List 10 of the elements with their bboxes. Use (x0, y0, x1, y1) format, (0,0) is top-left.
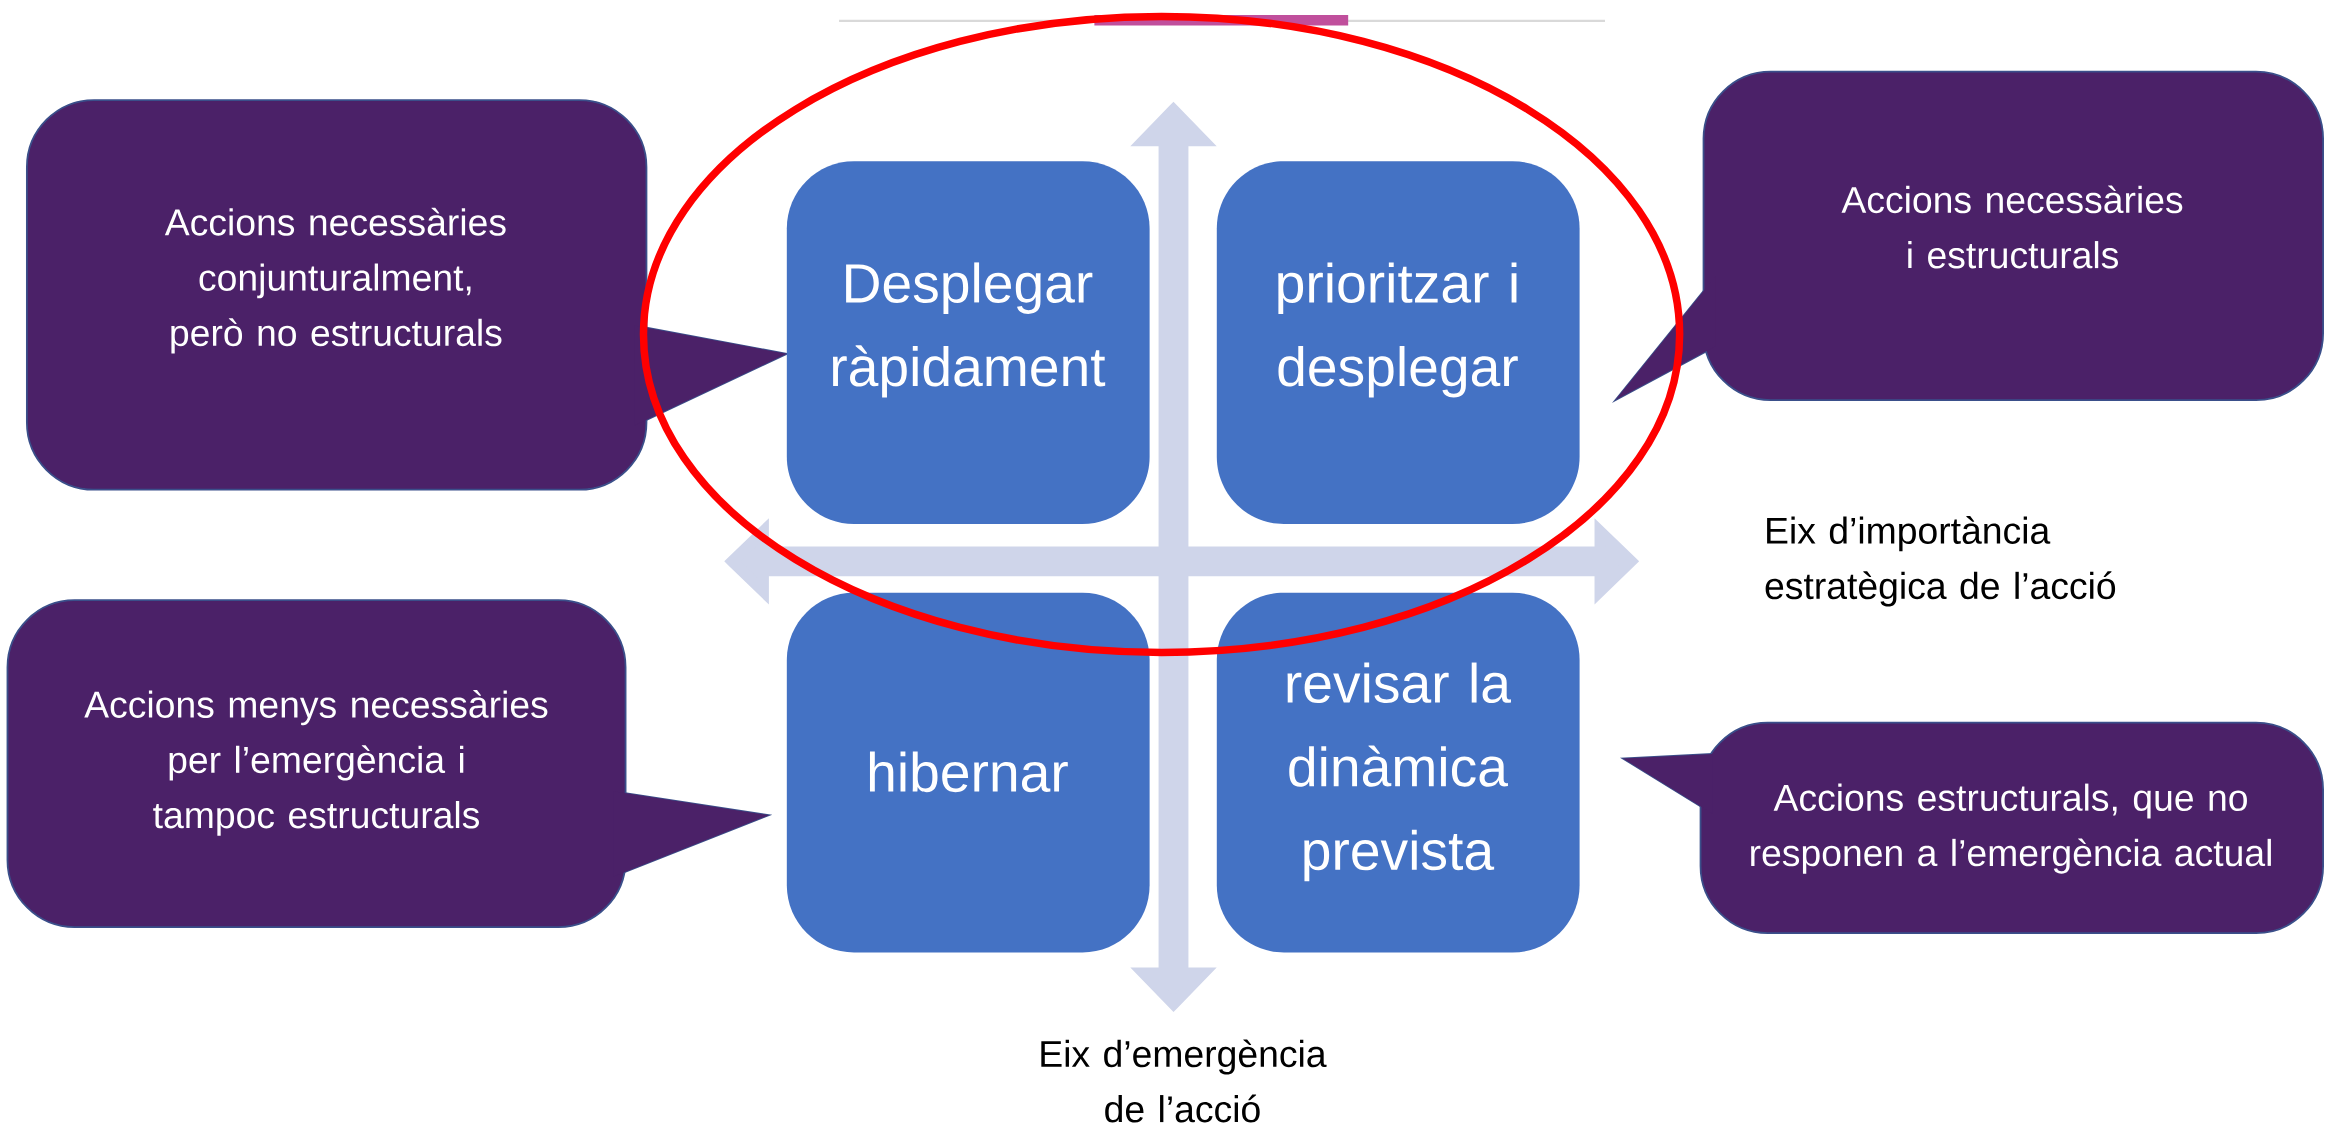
axis-label: Eix d’importància estratègica de l’acció (1765, 516, 2116, 607)
quadrant-box: revisar la dinàmica prevista (1216, 592, 1580, 953)
quadrant-box: Desplegar ràpidament (786, 161, 1150, 525)
quadrant-box: hibernar (786, 592, 1150, 953)
callout-box: Accions necessàries i estructurals (1611, 70, 2324, 404)
quadrant-box: prioritzar i desplegar (1216, 161, 1580, 525)
callout-box: Accions estructurals, que no responen a l’emergència actual (1619, 721, 2324, 935)
callout-box: Accions menys necessàries per l’emergència i tampoc estructurals (6, 599, 773, 929)
axis-label: Eix d’emergència de l’acció (1041, 1039, 1327, 1123)
callout-box: Accions necessàries conjunturalment, però no estructurals (26, 99, 790, 491)
